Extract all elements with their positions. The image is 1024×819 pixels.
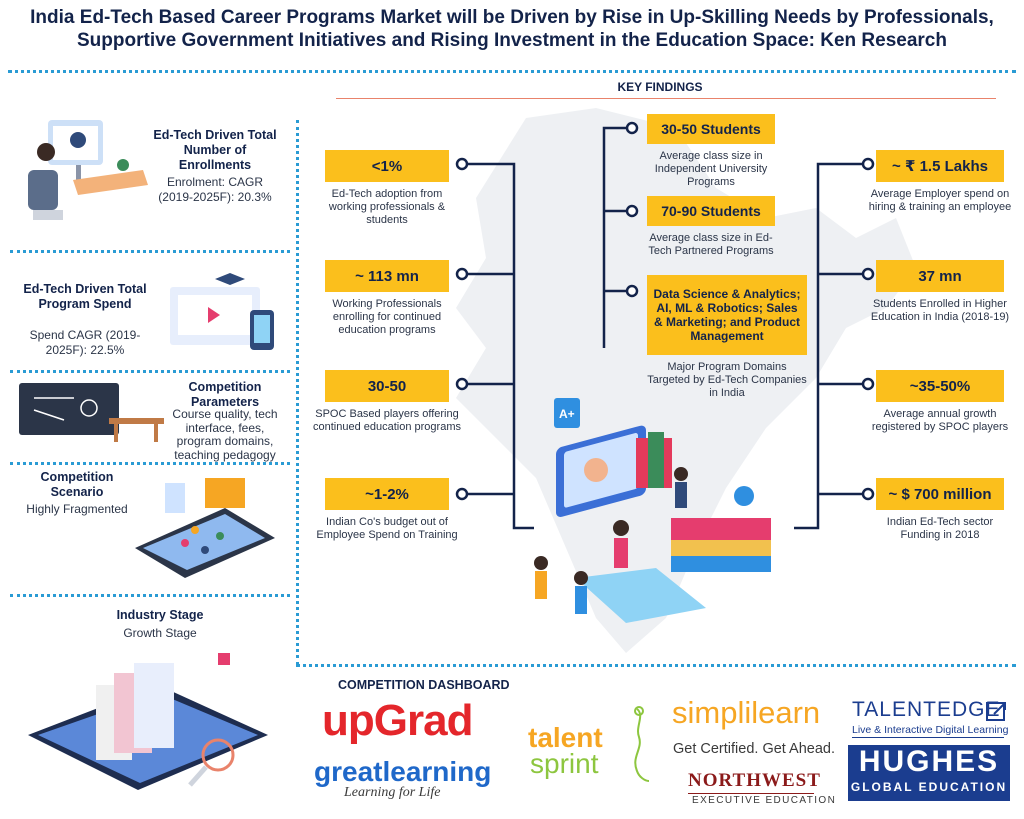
finding-desc-working-professionals: Working Professionals enrolling for cont… [332,298,442,336]
fragmented-market-illustration [135,478,275,578]
industry-stage-heading: Industry Stage [116,608,204,622]
northwest-rule [688,793,814,794]
northwest-tagline: EXECUTIVE EDUCATION [692,795,837,806]
growth-illustration [28,653,268,790]
left-divider-2 [10,370,290,373]
northwest-logo: NORTHWEST [688,770,821,791]
finding-box-partnered-class: 70-90 Students [647,196,775,226]
finding-desc-higher-education: Students Enrolled in Higher Education in… [870,298,1010,323]
key-findings-heading: KEY FINDINGS [617,80,703,94]
left-divider-1 [10,250,290,253]
competition-dashboard-heading: COMPETITION DASHBOARD [338,678,510,692]
finding-box-training-budget: ~1-2% [325,478,449,510]
hughes-tagline: GLOBAL EDUCATION [850,780,1008,794]
finding-desc-funding: Indian Ed-Tech sector Funding in 2018 [886,516,994,541]
hughes-logo: HUGHES [858,745,1000,778]
enrollments-heading: Ed-Tech Driven Total Number of Enrollmen… [153,128,277,172]
finding-desc-spoc-players: SPOC Based players offering continued ed… [313,408,461,433]
classroom-board-illustration [19,383,164,442]
title-divider [8,70,1016,73]
spend-heading: Ed-Tech Driven Total Program Spend [23,282,147,311]
online-course-illustration [170,273,274,350]
scenario-value: Highly Fragmented [26,502,128,516]
india-map-shape [456,108,916,653]
upgrad-logo: upGrad [322,696,473,745]
finding-desc-partnered-class: Average class size in Ed-Tech Partnered … [648,232,774,257]
left-divider-4 [10,594,290,597]
talentedge-tagline: Live & Interactive Digital Learning [852,724,1009,736]
finding-desc-training-budget: Indian Co's budget out of Employee Spend… [316,516,458,541]
talentsprint-runner-icon [634,706,650,782]
svg-text:A+: A+ [559,407,575,421]
finding-box-employer-spend: ~ ₹ 1.5 Lakhs [876,150,1004,182]
finding-box-spoc-players: 30-50 [325,370,449,402]
simplilearn-logo: simplilearn [672,695,821,730]
finding-box-funding: ~ $ 700 million [876,478,1004,510]
finding-box-university-class: 30-50 Students [647,114,775,144]
greatlearning-tagline: Learning for Life [344,785,441,800]
parameters-heading: Competition Parameters [188,380,262,409]
talentsprint-logo-talent: talent [528,722,603,753]
page-title: India Ed-Tech Based Career Programs Mark… [0,6,1024,52]
finding-desc-program-domains: Major Program Domains Targeted by Ed-Tec… [647,361,807,399]
workstation-illustration [28,120,148,220]
industry-stage-value: Growth Stage [123,626,197,640]
finding-box-higher-education: 37 mn [876,260,1004,292]
finding-box-spoc-growth: ~35-50% [876,370,1004,402]
left-connectors [464,126,866,530]
talentsprint-logo-sprint: sprint [530,748,599,779]
finding-desc-employer-spend: Average Employer spend on hiring & train… [868,188,1012,213]
central-illustration: A+ [534,398,771,623]
left-divider-3 [10,462,290,465]
finding-box-program-domains: Data Science & Analytics; AI, ML & Robot… [647,275,807,355]
connector-dots [455,121,875,501]
talentedge-logo: TALENTEDGE [852,698,1001,721]
title-line-2: Supportive Government Initiatives and Ri… [77,30,947,51]
finding-desc-university-class: Average class size in Independent Univer… [654,150,768,188]
parameters-list: Course quality, tech interface, fees, pr… [172,407,278,462]
finding-box-working-professionals: ~ 113 mn [325,260,449,292]
talentedge-arrow-icon [986,702,1006,721]
spend-cagr: Spend CAGR (2019-2025F): 22.5% [29,328,141,357]
dashboard-divider [296,664,1016,667]
scenario-heading: Competition Scenario [40,470,114,499]
simplilearn-tagline: Get Certified. Get Ahead. [673,741,836,757]
findings-graphic: A+ [455,108,916,653]
title-line-1: India Ed-Tech Based Career Programs Mark… [30,7,994,28]
finding-desc-spoc-growth: Average annual growth registered by SPOC… [871,408,1009,433]
column-divider [296,120,299,665]
key-findings-rule [336,98,996,99]
hughes-logo-box: HUGHES GLOBAL EDUCATION [848,745,1010,801]
greatlearning-logo: greatlearning [314,756,492,787]
finding-desc-adoption: Ed-Tech adoption from working profession… [328,188,446,226]
enrollments-cagr: Enrolment: CAGR (2019-2025F): 20.3% [158,175,272,204]
talentedge-rule [852,737,1004,738]
finding-box-adoption: <1% [325,150,449,182]
